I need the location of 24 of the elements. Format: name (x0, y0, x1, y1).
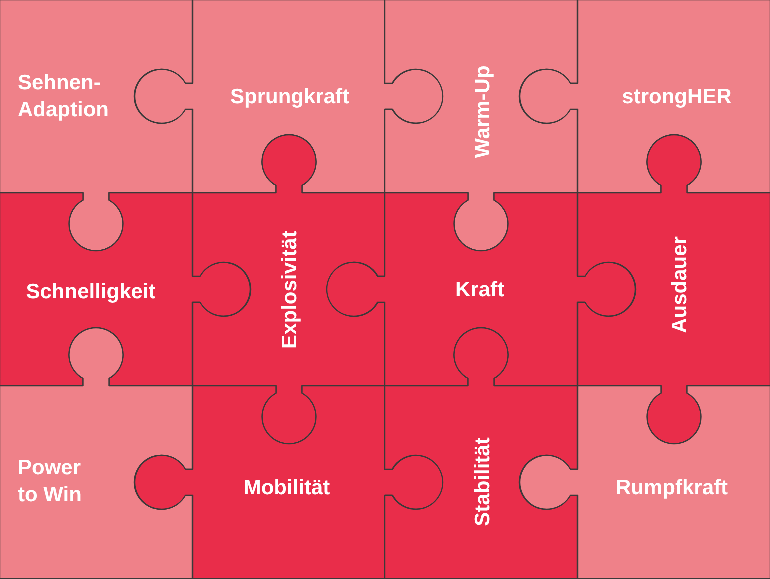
puzzle-piece (0, 192, 252, 387)
puzzle-piece (0, 0, 194, 252)
piece-label: Rumpfkraft (616, 475, 728, 502)
piece-label: Warm-Up (470, 66, 496, 158)
piece-label: Stabilität (470, 438, 496, 526)
piece-label: Kraft (456, 277, 504, 304)
puzzle-piece (134, 0, 444, 194)
piece-label: Power to Win (18, 456, 83, 509)
piece-label: Schnelligkeit (26, 279, 156, 306)
puzzle-piece (518, 385, 770, 579)
puzzle-piece (0, 327, 194, 579)
puzzle-piece (134, 385, 444, 579)
puzzle-piece (384, 0, 578, 252)
puzzle-piece (192, 134, 386, 445)
piece-label: Explosivität (277, 231, 302, 349)
piece-label: strongHER (622, 84, 732, 110)
piece-label: Sprungkraft (230, 84, 350, 110)
puzzle-piece (384, 327, 578, 579)
puzzle-piece (576, 134, 770, 445)
puzzle-piece (518, 0, 770, 194)
puzzle-piece (326, 192, 636, 387)
piece-label: Ausdauer (667, 236, 692, 334)
piece-label: Mobilität (244, 475, 330, 502)
piece-label: Sehnen-Adaption (18, 70, 110, 124)
